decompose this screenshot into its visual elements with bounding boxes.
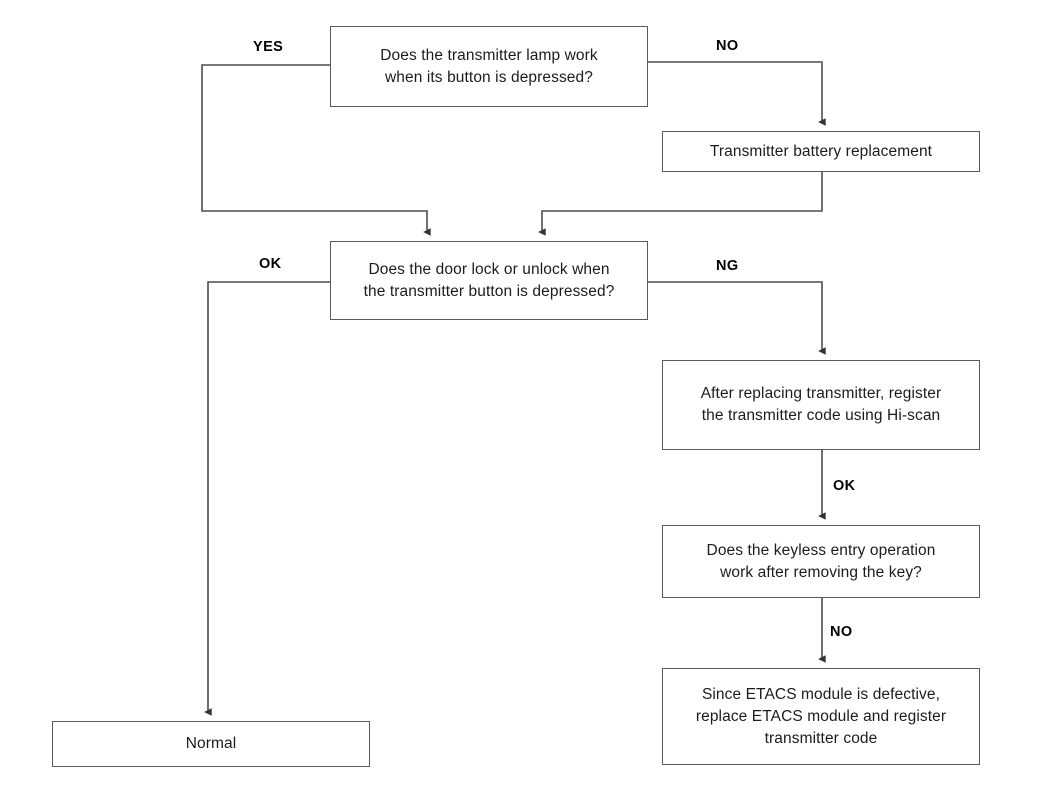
edge-label-no: NO (716, 38, 739, 54)
edge-no (648, 61, 826, 126)
node-register-transmitter-code[interactable]: After replacing transmitter, register th… (662, 360, 980, 450)
edge-ng (648, 281, 826, 355)
node-question-door-lock-unlock[interactable]: Does the door lock or unlock when the tr… (330, 241, 648, 320)
edge-yes (201, 64, 431, 236)
node-replace-etacs-module[interactable]: Since ETACS module is defective, replace… (662, 668, 980, 765)
edge-label-yes: YES (253, 39, 284, 55)
edge-ok-normal (204, 281, 330, 716)
edge-label-no-etacs: NO (830, 624, 853, 640)
edge-label-ok-normal: OK (259, 256, 282, 272)
edge-label-ok-keyless: OK (833, 478, 856, 494)
node-label: Since ETACS module is defective, replace… (695, 685, 947, 747)
node-label: Does the transmitter lamp work when its … (380, 46, 598, 86)
node-question-transmitter-lamp[interactable]: Does the transmitter lamp work when its … (330, 26, 648, 107)
edge-battery-to-doorlock (538, 172, 823, 236)
node-label: After replacing transmitter, register th… (700, 385, 942, 424)
node-label: Normal (185, 735, 237, 752)
node-transmitter-battery-replacement[interactable]: Transmitter battery replacement (662, 131, 980, 172)
edge-label-ng: NG (716, 258, 739, 274)
node-label: Transmitter battery replacement (709, 142, 933, 160)
node-label: Does the keyless entry operation work af… (706, 541, 936, 581)
node-normal[interactable]: Normal (52, 721, 370, 767)
node-label: Does the door lock or unlock when the tr… (363, 260, 615, 300)
node-question-keyless-entry-operation[interactable]: Does the keyless entry operation work af… (662, 525, 980, 598)
